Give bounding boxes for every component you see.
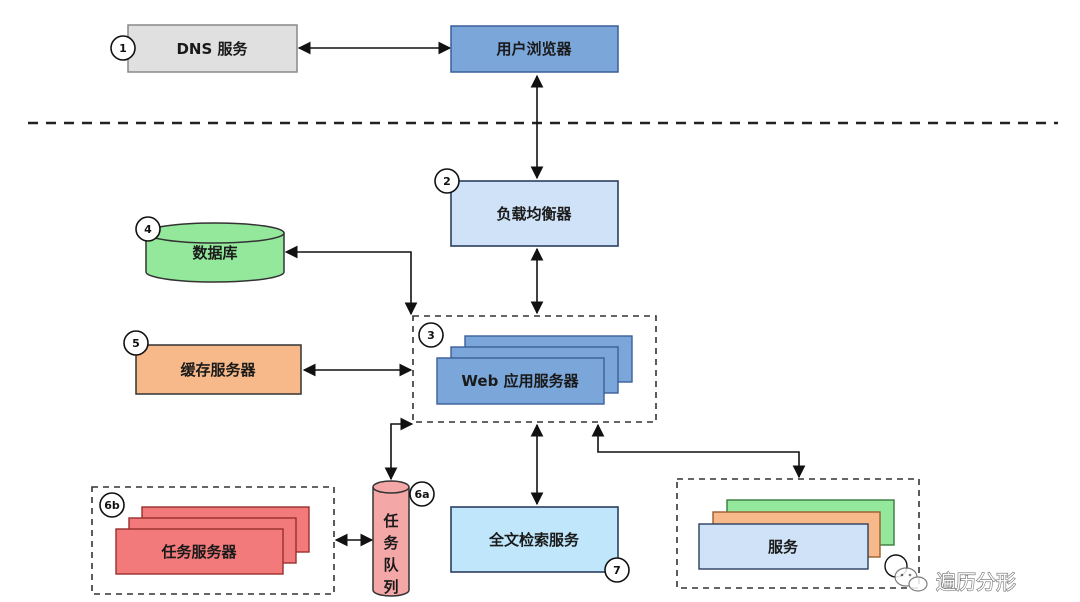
dns-number-badge: 1 xyxy=(119,42,127,55)
cache-server-label: 缓存服务器 xyxy=(180,361,256,379)
task-queue-node: 任 务 队 列 6a xyxy=(372,480,435,597)
load-balancer-node: 负载均衡器 2 xyxy=(434,168,619,247)
database-number-badge: 4 xyxy=(144,223,152,236)
web-services-link xyxy=(591,423,806,479)
queue-number-badge: 6a xyxy=(414,488,429,501)
load-balancer-label: 负载均衡器 xyxy=(496,205,572,223)
services-node: 服务 xyxy=(698,499,908,578)
database-node: 数据库 4 xyxy=(135,216,285,283)
browser-label: 用户浏览器 xyxy=(496,40,572,58)
task-server-label: 任务服务器 xyxy=(160,543,237,561)
database-label: 数据库 xyxy=(192,244,237,262)
watermark-text: 遍历分形 xyxy=(936,570,1016,594)
web-server-number-badge: 3 xyxy=(427,329,435,342)
queue-char-4: 列 xyxy=(383,578,398,596)
queue-char-1: 任 xyxy=(382,512,398,530)
services-group xyxy=(676,478,920,589)
task-server-group xyxy=(91,486,335,595)
watermark: 遍历分形 xyxy=(894,567,1017,595)
user-browser-node: 用户浏览器 xyxy=(450,25,619,73)
web-server-label: Web 应用服务器 xyxy=(461,372,579,390)
cache-server-node: 缓存服务器 5 xyxy=(123,330,302,395)
db-web-link xyxy=(284,245,418,316)
dns-label: DNS 服务 xyxy=(176,40,248,58)
web-server-node: Web 应用服务器 3 xyxy=(418,322,633,405)
load-balancer-number-badge: 2 xyxy=(443,175,451,188)
search-service-node: 全文检索服务 7 xyxy=(450,506,630,583)
cache-number-badge: 5 xyxy=(132,337,140,350)
task-server-number-badge: 6b xyxy=(104,499,120,512)
web-queue-link xyxy=(384,417,414,481)
dns-service-node: DNS 服务 1 xyxy=(110,24,298,73)
search-number-badge: 7 xyxy=(613,564,621,577)
queue-char-2: 务 xyxy=(383,534,399,552)
wechat-logo-icon xyxy=(894,567,928,592)
web-server-group xyxy=(412,315,657,423)
task-server-node: 任务服务器 6b xyxy=(99,492,310,575)
queue-char-3: 队 xyxy=(383,556,399,574)
services-label: 服务 xyxy=(768,538,799,556)
search-service-label: 全文检索服务 xyxy=(488,531,580,549)
